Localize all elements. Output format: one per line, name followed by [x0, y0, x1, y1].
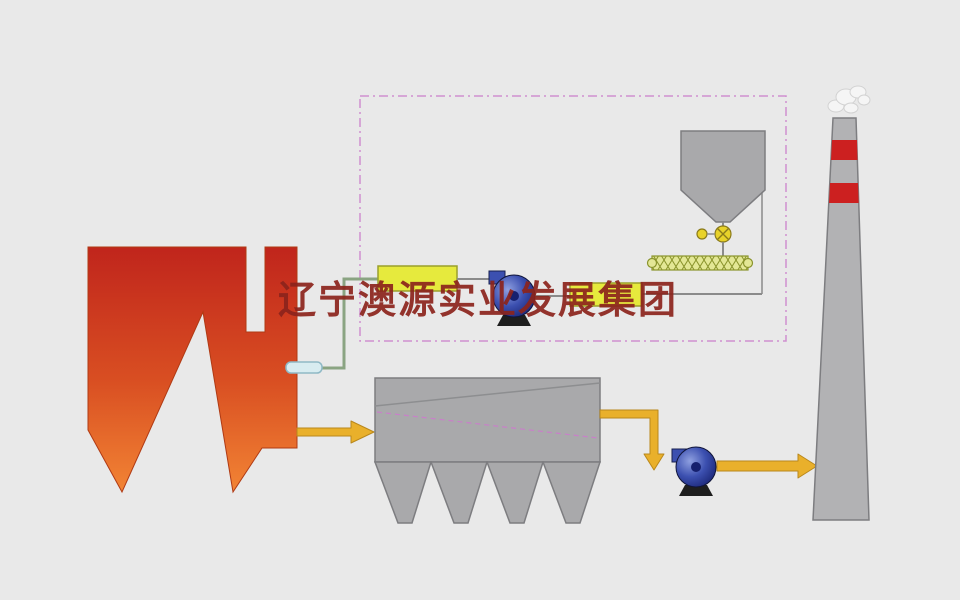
watermark-text: 辽宁澳源实业发展集团	[278, 278, 678, 322]
conveyor-end-right	[742, 257, 754, 269]
flue-gas-arrow-filter-to-fan	[599, 409, 665, 471]
fan-hub	[691, 462, 701, 472]
bag-filter	[373, 377, 602, 524]
chimney-stripe-1	[831, 140, 858, 160]
dust-hopper-3	[485, 461, 545, 524]
chimney-stripe-2	[829, 183, 859, 203]
chimney-stack	[812, 117, 870, 521]
side-valve-icon	[696, 228, 708, 240]
sorbent-silo	[680, 130, 766, 223]
dosing-system-boundary	[359, 95, 787, 342]
bag-filter-dashed-level	[376, 411, 599, 439]
fan-base	[679, 485, 713, 496]
rotary-valve-icon	[714, 225, 732, 243]
chimney-body	[812, 117, 870, 521]
bag-filter-baffle	[374, 382, 601, 407]
smoke-plume-icon	[827, 85, 871, 114]
conveyor-end-left	[646, 257, 658, 269]
induced-draft-fan	[671, 446, 717, 496]
pipe-sight-glass-icon	[285, 361, 323, 374]
blower-base	[497, 315, 531, 326]
dust-hopper-2	[429, 461, 489, 524]
dust-hopper-1	[373, 461, 433, 524]
screw-conveyor-icon	[646, 255, 754, 271]
flue-gas-arrow-fan-to-chimney	[716, 453, 818, 479]
dust-hopper-4	[541, 461, 602, 524]
flue-gas-arrow-boiler-to-filter	[296, 420, 375, 444]
blower-hub	[509, 291, 519, 301]
bag-filter-body	[374, 377, 601, 463]
boiler	[87, 246, 298, 494]
